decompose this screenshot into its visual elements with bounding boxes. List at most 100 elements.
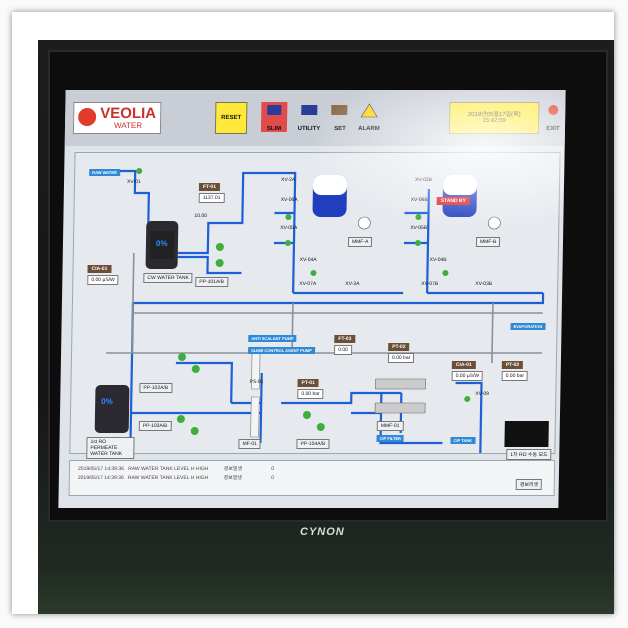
valve-icon bbox=[415, 214, 422, 220]
ro-membrane-icon bbox=[375, 378, 426, 390]
monitor-photo: VEOLIA WATER RESET SLIM UTILITY SET ALAR… bbox=[38, 40, 614, 614]
alarm-message: RAW WATER TANK LEVEL H HIGH bbox=[127, 475, 209, 481]
pt02b-tag: PT-02 bbox=[501, 361, 524, 369]
raw-water-pipe bbox=[115, 169, 150, 227]
mf01-label: MF-01 bbox=[238, 439, 262, 449]
pt01-tag: PT-01 bbox=[297, 379, 319, 387]
cia01b-tag: CIA-01 bbox=[451, 361, 476, 369]
xv07b-label: XV-07B bbox=[421, 281, 439, 287]
gauge-icon bbox=[488, 216, 501, 230]
mmf-a-pipes bbox=[273, 189, 404, 295]
xv3a-label: XV-3A bbox=[345, 281, 360, 287]
feed-pipe-b bbox=[177, 255, 242, 275]
mmf-b-vessel-top bbox=[442, 175, 478, 195]
cia01-tag: CIA-01 bbox=[87, 265, 112, 273]
valve-icon bbox=[285, 214, 292, 220]
alarm-row: 2019/05/17 14:39:36 RAW WATER TANK LEVEL… bbox=[78, 465, 274, 472]
valve-icon bbox=[464, 396, 471, 402]
pipe-network bbox=[94, 168, 549, 453]
pump-icon bbox=[316, 423, 325, 431]
black-panel bbox=[504, 421, 549, 447]
xv05a-label: XV-05A bbox=[280, 225, 298, 231]
cia01-unit: μS/W bbox=[102, 277, 115, 283]
pt02a-tag: PT-02 bbox=[388, 343, 410, 351]
flow-1000-label: 10.00 bbox=[194, 213, 208, 219]
ft03-tag: FT-03 bbox=[334, 335, 356, 343]
valve-icon bbox=[310, 270, 317, 276]
pt02a-unit: bar bbox=[403, 355, 411, 361]
xv01-label: XV-01 bbox=[126, 179, 141, 185]
pump-icon bbox=[302, 411, 311, 419]
cw-tank-level bbox=[149, 231, 175, 259]
alarm-warning-icon bbox=[360, 103, 378, 118]
alarm-code: 0 bbox=[271, 466, 275, 472]
xv03b-label: XV-03B bbox=[475, 281, 493, 287]
pt01-value: 0.00 bar bbox=[297, 389, 324, 399]
set-icon bbox=[331, 105, 348, 115]
cw-water-tank-label: CW WATER TANK bbox=[143, 273, 193, 283]
pt02b-unit: bar bbox=[516, 373, 525, 379]
xv02b-label: XV-02B bbox=[415, 177, 433, 183]
utility-icon bbox=[301, 105, 318, 115]
pt02b-number: 0.00 bbox=[505, 373, 516, 379]
hmi-screen: VEOLIA WATER RESET SLIM UTILITY SET ALAR… bbox=[58, 90, 566, 508]
cia01b-number: 0.00 bbox=[455, 373, 466, 379]
pt01-unit: bar bbox=[312, 391, 320, 397]
alarm-time: 2019/05/17 14:39:36 bbox=[77, 466, 124, 472]
slime-control-pump-label: SLIME CONTROL AGENT PUMP bbox=[248, 347, 315, 354]
xv2a-label: XV-2A bbox=[281, 177, 296, 183]
ro-permeate-tank-icon bbox=[94, 385, 130, 433]
cia01-number: 0.00 bbox=[91, 277, 102, 283]
valve-icon bbox=[136, 168, 143, 174]
hmi-toolbar: VEOLIA WATER RESET SLIM UTILITY SET ALAR… bbox=[64, 90, 566, 146]
cia01b-unit: μS/W bbox=[466, 373, 480, 379]
process-diagram: RAW WATER XV-01 FT-01 1137.01 10.00 0% C… bbox=[69, 152, 561, 460]
pump-icon bbox=[177, 353, 186, 361]
anti-scalant-pump-label: ANTI SCALANT PUMP bbox=[248, 335, 297, 342]
gauge-icon bbox=[358, 216, 371, 230]
monitor-brand: CYNON bbox=[300, 526, 345, 538]
return-pipe bbox=[129, 293, 545, 453]
pt01-number: 0.00 bbox=[301, 391, 312, 397]
ro-membrane-icon bbox=[374, 402, 426, 414]
xv06b-label: XV-06B bbox=[410, 197, 428, 203]
toolbar-icons bbox=[267, 103, 559, 118]
cia01b-value: 0.00 μS/W bbox=[451, 371, 484, 381]
mmf01-label: MMF-01 bbox=[376, 421, 404, 431]
pp103-label: PP-103A/B bbox=[138, 421, 172, 431]
slim-icon bbox=[267, 105, 282, 115]
mmf-a-vessel-top bbox=[312, 175, 348, 195]
feed-pipe-a bbox=[177, 171, 297, 255]
alarm-reset-button[interactable]: 경보리셋 bbox=[515, 479, 543, 490]
xv09-label: XV-09 bbox=[475, 391, 490, 397]
pt02a-value: 0.00 bar bbox=[387, 353, 415, 363]
alarm-message: RAW WATER TANK LEVEL H HIGH bbox=[128, 466, 209, 472]
ro-permeate-tank-label: 1st RO PERMEATE WATER TANK bbox=[86, 437, 135, 459]
valve-icon bbox=[284, 240, 291, 246]
ft01-value: 1137.01 bbox=[198, 193, 225, 203]
pp104-label: PP-104A/B bbox=[296, 439, 330, 449]
alarm-row: 2019/05/17 14:39:36 RAW WATER TANK LEVEL… bbox=[78, 474, 274, 481]
xv05b-label: XV-05B bbox=[410, 225, 428, 231]
alarm-time: 2019/05/17 14:39:36 bbox=[77, 475, 124, 481]
pump-icon bbox=[176, 415, 185, 423]
cw-tank-percent: 0% bbox=[155, 239, 168, 248]
cip-filter-label: CIP FILTER bbox=[376, 435, 405, 442]
xv07a-label: XV-07A bbox=[299, 281, 317, 287]
manual-mode-button[interactable]: 1차 RO 수동 모드 bbox=[506, 449, 552, 460]
xv04b-label: XV-04B bbox=[429, 257, 447, 263]
pump-icon bbox=[190, 427, 199, 435]
pump-icon bbox=[191, 365, 200, 373]
pt02b-value: 0.00 bar bbox=[501, 371, 529, 381]
filter-housing-icon bbox=[250, 396, 260, 438]
exit-icon bbox=[548, 105, 559, 115]
alarm-state: 경보발생 bbox=[223, 475, 242, 481]
ft01-tag: FT-01 bbox=[198, 183, 221, 191]
alarm-code: 0 bbox=[271, 475, 274, 481]
pt02a-number: 0.00 bbox=[391, 355, 402, 361]
ro-tank-percent: 0% bbox=[101, 397, 113, 406]
photo-frame: VEOLIA WATER RESET SLIM UTILITY SET ALAR… bbox=[12, 12, 614, 614]
mmf-a-label: MMF-A bbox=[347, 237, 373, 247]
drain-lines bbox=[106, 253, 543, 363]
mmf-b-label: MMF-B bbox=[475, 237, 501, 247]
